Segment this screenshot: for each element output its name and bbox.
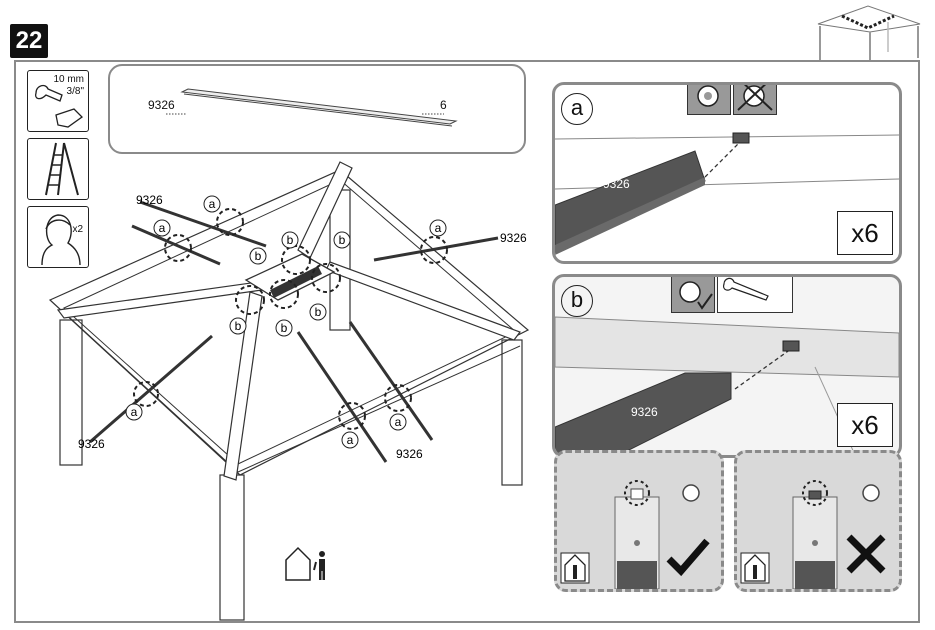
incorrect-example-panel xyxy=(734,450,902,592)
beam-label: 9326 xyxy=(396,447,423,461)
gazebo-thumbnail-icon xyxy=(817,5,921,62)
callout-b: b xyxy=(315,305,322,319)
correct-example-panel xyxy=(554,450,724,592)
step-number-badge: 22 xyxy=(10,24,48,58)
cross-icon xyxy=(846,534,886,574)
crossed-bolt-icon xyxy=(733,85,777,115)
tool-ladder-box xyxy=(27,138,89,200)
beam-part-illustration xyxy=(166,88,458,127)
beam-label: 9326 xyxy=(78,437,105,451)
main-assembly-diagram: a a a a a a b b b b b b 9326 9326 9326 9… xyxy=(48,161,530,621)
tool-persons-box: x2 xyxy=(27,206,89,268)
tool-wrench-box: 10 mm 3/8" xyxy=(27,70,89,132)
parts-box: 9326 6 xyxy=(108,64,526,154)
detail-a-letter: a xyxy=(561,93,593,125)
person-head-icon xyxy=(41,214,81,266)
bolt-nut-icon xyxy=(671,277,715,313)
callout-a: a xyxy=(131,405,138,419)
detail-panel-b: b 9326 x6 xyxy=(552,274,902,458)
callout-a: a xyxy=(209,197,216,211)
detail-b-letter: b xyxy=(561,285,593,317)
person-outdoor-icon xyxy=(285,546,325,581)
part-number-label: 9326 xyxy=(148,98,175,112)
detail-b-part-label: 9326 xyxy=(631,405,658,419)
beam-label: 9326 xyxy=(136,193,163,207)
detail-a-count: x6 xyxy=(837,211,893,255)
callout-b: b xyxy=(235,319,242,333)
detail-panel-a: a 9326 x6 xyxy=(552,82,902,264)
beam-label: 9326 xyxy=(500,231,527,245)
person-outdoor-icon xyxy=(740,552,770,584)
callout-a: a xyxy=(159,221,166,235)
detail-a-part-label: 9326 xyxy=(603,177,630,191)
callout-b: b xyxy=(287,233,294,247)
callout-a: a xyxy=(435,221,442,235)
callout-b: b xyxy=(255,249,262,263)
person-outdoor-icon xyxy=(560,552,590,584)
part-quantity-label: 6 xyxy=(440,98,447,112)
callout-b: b xyxy=(281,321,288,335)
callout-a: a xyxy=(347,433,354,447)
instruction-frame xyxy=(14,60,920,623)
wrench-icon xyxy=(717,277,793,313)
detail-b-count: x6 xyxy=(837,403,893,447)
callout-b: b xyxy=(339,233,346,247)
ladder-icon xyxy=(45,142,79,196)
persons-count: x2 xyxy=(72,224,83,235)
hand-icon xyxy=(55,108,84,128)
wrench-size-inch: 3/8" xyxy=(66,86,84,97)
bolt-nut-icon xyxy=(687,85,731,115)
check-icon xyxy=(666,538,710,577)
wrench-icon xyxy=(34,84,63,102)
wrench-size-mm: 10 mm xyxy=(53,74,84,85)
callout-a: a xyxy=(395,415,402,429)
